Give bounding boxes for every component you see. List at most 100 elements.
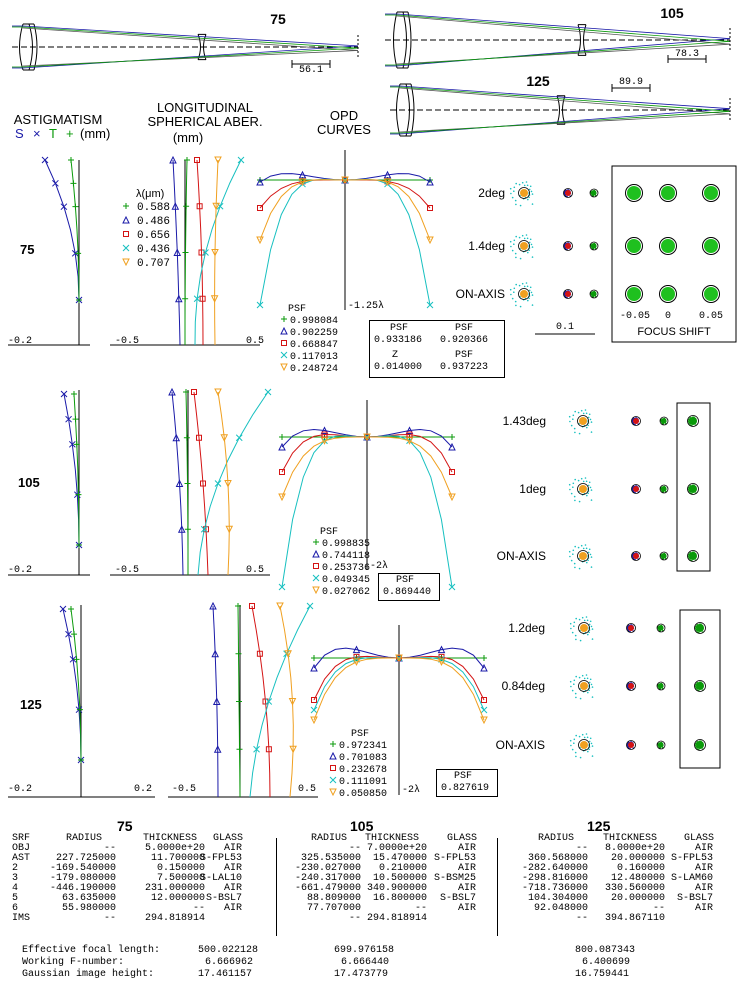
plus-marker: [279, 434, 285, 440]
ray: [22, 27, 359, 51]
square-marker: [199, 295, 206, 302]
invtriangle-marker: [212, 202, 220, 211]
square-marker: [321, 431, 328, 438]
lsa-curve: [217, 391, 230, 576]
img-label: Gaussian image height:: [22, 969, 155, 980]
astigmatism-plot-105: -0.2: [8, 390, 90, 576]
triangle-marker: [298, 170, 307, 179]
cross-marker: [60, 390, 68, 398]
plus-marker: [71, 391, 77, 397]
field-label: 1deg: [519, 482, 546, 496]
cross-marker: [278, 583, 286, 591]
triangle-marker: [168, 387, 176, 396]
triangle-marker: [310, 663, 318, 672]
plus-marker: [182, 295, 189, 302]
spot: [626, 740, 636, 750]
psf-value: 0.111091: [339, 777, 387, 788]
opd-curve: [259, 179, 431, 241]
cross-marker: [480, 706, 488, 714]
cross-marker: [202, 249, 209, 256]
cross-marker: [237, 156, 245, 164]
psf-value: 0.027062: [322, 587, 370, 598]
focus-spot: [659, 184, 677, 202]
svg-text:+: +: [66, 126, 74, 141]
ray: [399, 113, 731, 133]
front-doublet: [396, 83, 415, 137]
square-marker: [196, 203, 203, 210]
spot: [563, 241, 573, 251]
square-marker: [262, 698, 269, 705]
fno-75: 6.666962: [205, 957, 254, 968]
plus-marker: [281, 316, 287, 322]
invtriangle-marker: [383, 178, 392, 186]
focus-spot: [702, 285, 720, 303]
spot: [631, 484, 641, 494]
opd-plot-75: -1.25λ: [256, 150, 434, 312]
spot: [568, 409, 593, 435]
spot: [694, 680, 706, 692]
spot: [656, 740, 666, 750]
field-label: ON-AXIS: [497, 549, 546, 563]
plus-marker: [182, 249, 189, 256]
spot: [569, 674, 594, 700]
invtriangle-marker: [395, 654, 403, 663]
psf-value: 0.998835: [322, 539, 370, 550]
spot: [626, 623, 636, 633]
cross-marker: [60, 203, 68, 211]
cross-marker: [280, 351, 288, 359]
plus-marker: [183, 203, 190, 210]
spot: [589, 188, 599, 198]
img-75: 17.461157: [198, 969, 253, 980]
plus-marker: [235, 603, 241, 609]
focus-shift-panel: -0.05 0 0.05 FOCUS SHIFT: [611, 165, 737, 343]
spot: [687, 415, 699, 427]
focus-spot: [702, 237, 720, 255]
rear-element: [556, 95, 566, 125]
square-marker: [427, 205, 433, 211]
triangle-marker: [480, 663, 488, 672]
psf-value: 0.972341: [339, 741, 387, 752]
spot: [694, 739, 706, 751]
cross-marker: [69, 655, 77, 663]
ray: [22, 50, 359, 67]
svg-text:0.5: 0.5: [246, 336, 264, 347]
psf-value: 0.668847: [290, 340, 338, 351]
psf-value: 0.049345: [322, 575, 370, 586]
square-marker: [311, 697, 317, 703]
triangle-marker: [312, 549, 320, 558]
psf-legend-125: PSF 0.9723410.7010830.2326780.1110910.05…: [329, 729, 387, 800]
psf-box-105: PSF 0.869440: [378, 573, 440, 601]
square-marker: [313, 563, 319, 569]
ray: [396, 13, 731, 39]
invtriangle-marker: [405, 437, 414, 445]
invtriangle-marker: [352, 658, 361, 666]
square-marker: [191, 389, 197, 395]
triangle-marker: [122, 215, 130, 224]
svg-text:PSF: PSF: [288, 304, 306, 315]
plus-marker: [75, 250, 82, 257]
psf-value: 0.902259: [290, 328, 338, 339]
svg-text:-1.25λ: -1.25λ: [348, 300, 384, 312]
wavelength-0.486: 0.486: [137, 216, 170, 228]
lens-drawing-125: [390, 83, 731, 137]
spot: [659, 484, 669, 494]
ray: [22, 45, 359, 69]
spot: [509, 181, 534, 207]
ray: [396, 41, 731, 66]
svg-text:0: 0: [665, 311, 671, 322]
front-doublet: [19, 23, 38, 71]
triangle-marker: [169, 155, 177, 164]
section-label-75: 75: [20, 242, 34, 257]
section-label-105: 105: [18, 475, 40, 490]
field-label: ON-AXIS: [456, 287, 505, 301]
triangle-marker: [280, 326, 288, 335]
spot: [659, 551, 669, 561]
svg-text:×: ×: [33, 126, 41, 141]
plus-marker: [73, 441, 80, 448]
focus-spot: [659, 285, 677, 303]
ray: [399, 87, 731, 115]
